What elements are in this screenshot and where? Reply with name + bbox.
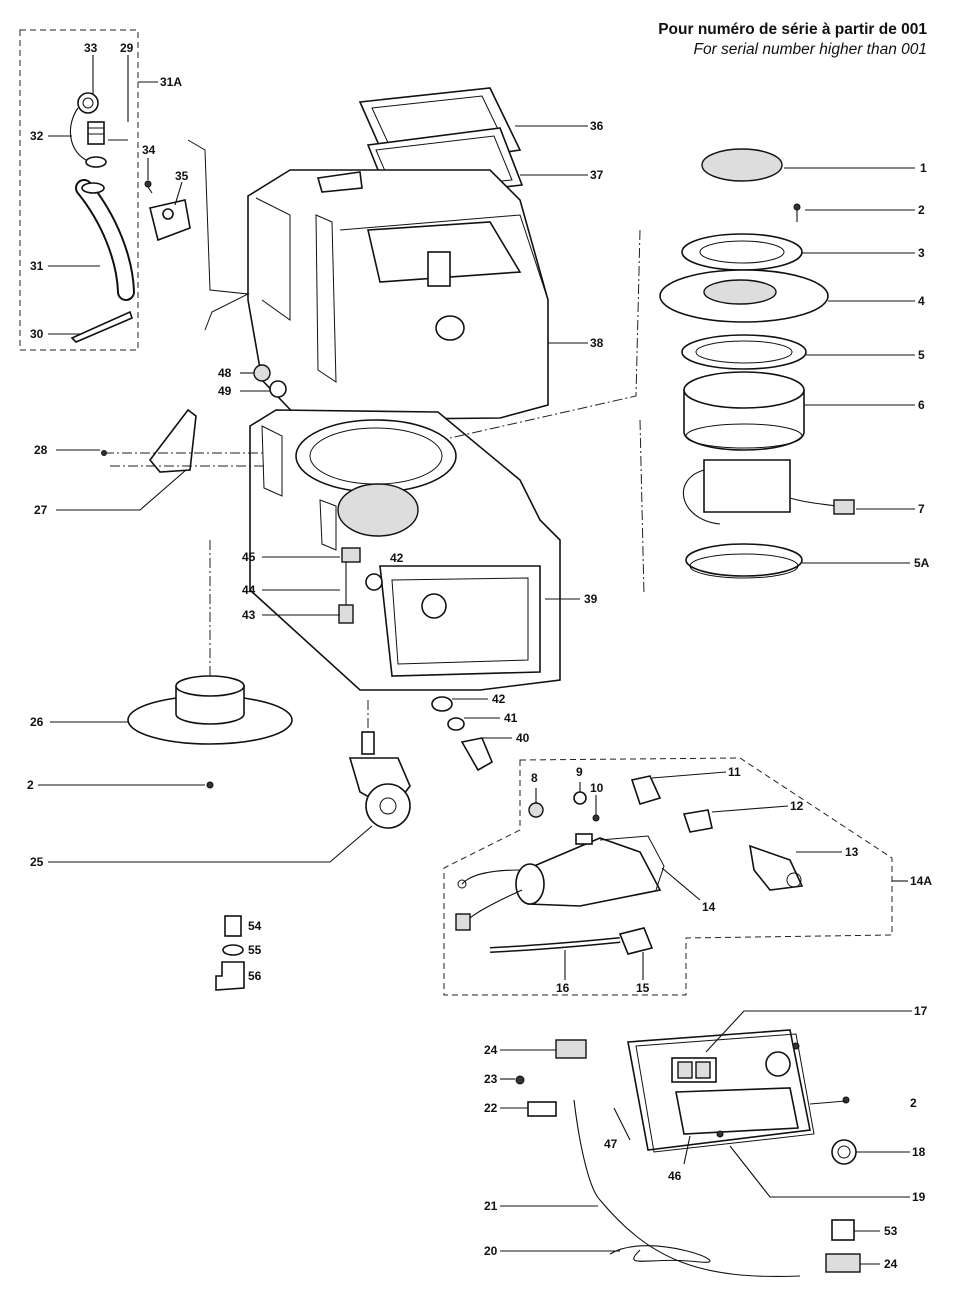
label-40: 40 <box>516 731 530 745</box>
label-33: 33 <box>84 41 98 55</box>
label-29: 29 <box>120 41 134 55</box>
label-1: 1 <box>920 161 927 175</box>
label-39: 39 <box>584 592 598 606</box>
filter-49 <box>269 380 287 398</box>
part-45 <box>341 547 361 563</box>
washer-41 <box>447 717 465 731</box>
label-34: 34 <box>142 143 156 157</box>
label-20: 20 <box>484 1244 498 1258</box>
label-23: 23 <box>484 1072 498 1086</box>
label-17: 17 <box>914 1004 928 1018</box>
label-38: 38 <box>590 336 604 350</box>
label-24-bottom: 24 <box>884 1257 898 1271</box>
label-16: 16 <box>556 981 570 995</box>
screw-2-bottom <box>206 781 214 789</box>
label-48: 48 <box>218 366 232 380</box>
label-9: 9 <box>576 765 583 779</box>
part-54 <box>224 915 242 937</box>
label-6: 6 <box>918 398 925 412</box>
label-47: 47 <box>604 1137 618 1151</box>
bracket-22 <box>527 1101 557 1117</box>
leader-lines <box>38 55 915 1265</box>
label-18: 18 <box>912 1145 926 1159</box>
label-21: 21 <box>484 1199 498 1213</box>
label-7: 7 <box>918 502 925 516</box>
label-56: 56 <box>248 969 262 983</box>
label-27: 27 <box>34 503 48 517</box>
part-labels: 33 29 31A 32 34 35 31 30 36 37 38 1 2 3 … <box>27 41 932 1271</box>
knob-18 <box>831 1139 857 1165</box>
label-24-top: 24 <box>484 1043 498 1057</box>
label-31a: 31A <box>160 75 182 89</box>
label-41: 41 <box>504 711 518 725</box>
diagram-header: Pour numéro de série à partir de 001 For… <box>658 20 927 60</box>
cable-coil-20 <box>609 1245 711 1263</box>
label-5a: 5A <box>914 556 930 570</box>
label-14: 14 <box>702 900 716 914</box>
label-22: 22 <box>484 1101 498 1115</box>
base-disc-26 <box>127 540 293 745</box>
label-42-top: 42 <box>390 551 404 565</box>
caster-25 <box>348 700 411 829</box>
label-19: 19 <box>912 1190 926 1204</box>
label-43: 43 <box>242 608 256 622</box>
control-panel <box>627 1029 857 1165</box>
pump-assembly <box>443 757 893 996</box>
part-56 <box>215 961 245 991</box>
label-8: 8 <box>531 771 538 785</box>
upper-tank <box>247 169 549 421</box>
label-5: 5 <box>918 348 925 362</box>
label-28: 28 <box>34 443 48 457</box>
label-32: 32 <box>30 129 44 143</box>
base-body <box>249 409 561 691</box>
label-12: 12 <box>790 799 804 813</box>
bracket-27 <box>148 408 197 473</box>
label-46: 46 <box>668 1169 682 1183</box>
fuse-53 <box>831 1219 855 1241</box>
fitting-40 <box>460 737 494 772</box>
washer-42-bottom <box>431 696 453 712</box>
label-44: 44 <box>242 583 256 597</box>
label-2-disc: 2 <box>27 778 34 792</box>
hose-assembly-group <box>19 29 191 351</box>
label-2-motor: 2 <box>918 203 925 217</box>
motor-stack <box>659 148 855 579</box>
label-3: 3 <box>918 246 925 260</box>
label-54: 54 <box>248 919 262 933</box>
label-25: 25 <box>30 855 44 869</box>
label-49: 49 <box>218 384 232 398</box>
label-42-bottom: 42 <box>492 692 506 706</box>
label-14a: 14A <box>910 874 932 888</box>
label-35: 35 <box>175 169 189 183</box>
header-french: Pour numéro de série à partir de 001 <box>658 21 927 38</box>
label-36: 36 <box>590 119 604 133</box>
label-26: 26 <box>30 715 44 729</box>
label-13: 13 <box>845 845 859 859</box>
label-55: 55 <box>248 943 262 957</box>
label-2-panel: 2 <box>910 1096 917 1110</box>
connector-24-bottom <box>825 1253 861 1273</box>
part-55 <box>222 944 244 956</box>
connector-24-top <box>555 1039 587 1059</box>
label-4: 4 <box>918 294 925 308</box>
header-english: For serial number higher than 001 <box>693 41 928 58</box>
label-31: 31 <box>30 259 44 273</box>
filter-43 <box>338 604 354 624</box>
label-11: 11 <box>728 765 741 779</box>
screw-23 <box>515 1075 525 1085</box>
washer-42-top <box>365 573 383 591</box>
cable-21 <box>573 1099 801 1278</box>
label-53: 53 <box>884 1224 898 1238</box>
label-10: 10 <box>590 781 604 795</box>
label-37: 37 <box>590 168 604 182</box>
label-30: 30 <box>30 327 44 341</box>
filter-48 <box>253 364 271 382</box>
label-45: 45 <box>242 550 256 564</box>
label-15: 15 <box>636 981 650 995</box>
